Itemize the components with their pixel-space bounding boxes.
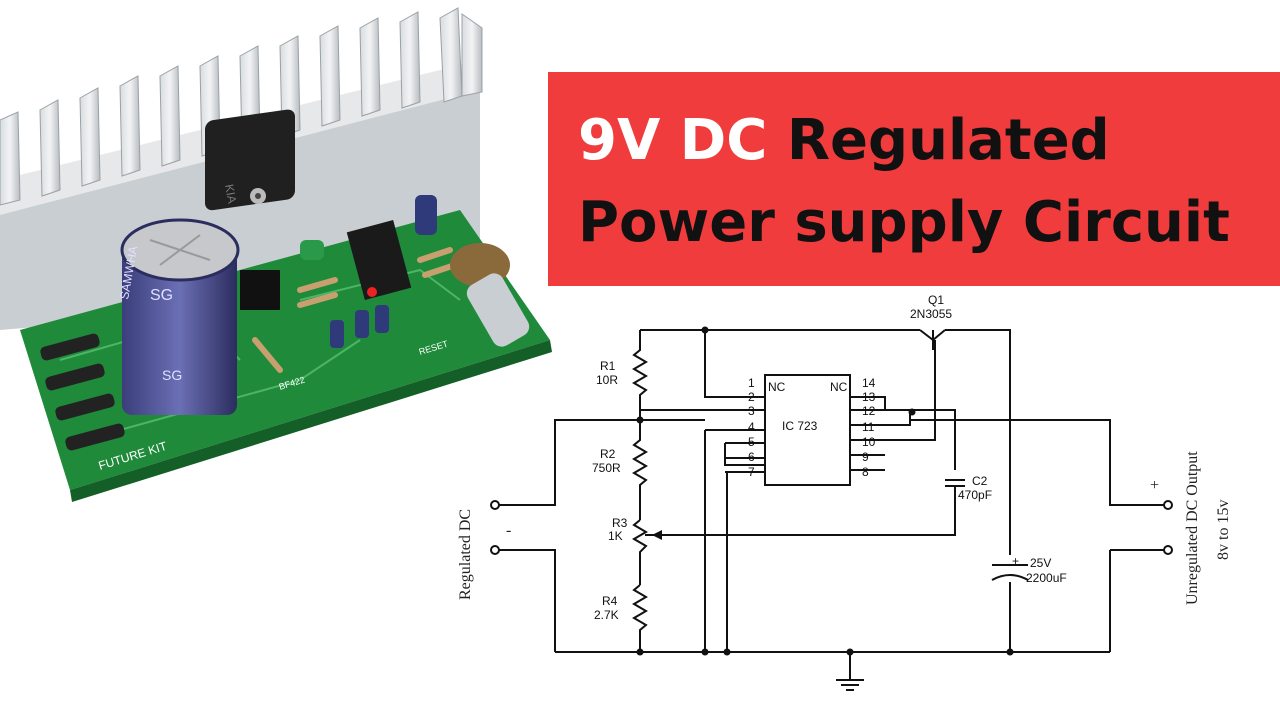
pcb-board [20,210,552,502]
pin-number: 1 [748,376,755,390]
pin-number: 13 [862,390,876,404]
filter-capacitor: SAMWHA SG SG [117,218,240,415]
r1-name: R1 [600,359,616,373]
wiper-arrow [652,530,662,540]
r4-value: 2.7K [594,608,619,622]
ic-nc-left: NC [768,380,786,394]
pin-number: 5 [748,435,755,449]
r3-name: R3 [612,516,628,530]
transistor-q1 [919,329,946,350]
regulated-dc-label: Regulated DC [457,509,474,600]
pin-number: 2 [748,390,755,404]
pin-number: 6 [748,450,755,464]
pin-number: 8 [862,465,869,479]
resistors [252,247,458,373]
c1-voltage: 25V [1030,556,1051,570]
c2-value: 470pF [958,488,992,502]
transistor-marking: KIA [222,183,239,204]
q1-part: 2N3055 [910,307,952,321]
ic-723-box [764,374,851,486]
ic-name: IC 723 [782,419,818,433]
r1-value: 10R [596,373,618,387]
right-plus: + [1150,477,1159,494]
potentiometer [450,243,530,347]
capacitor-series-text: SG [150,287,173,304]
pin-number: 4 [748,420,755,434]
capacitor-c2 [945,479,965,487]
title-regular-text: Regulated [786,108,1110,173]
q1-name: Q1 [928,293,944,307]
small-capacitors [300,195,437,348]
left-minus: - [506,522,511,539]
junction-dots [636,326,1014,656]
capacitor-c1 [991,564,1029,581]
unregulated-output-label: Unregulated DC Output [1184,451,1201,605]
ic-left-pin-numbers: 1 2 3 4 5 6 7 [748,376,755,479]
title-line-2: Power supply Circuit [578,190,1230,255]
title-banner: 9V DC Regulated Power supply Circuit [548,72,1280,286]
r4-name: R4 [602,594,618,608]
title-accent-text: 9V DC [578,108,768,173]
pin-number: 10 [862,435,876,449]
rectifier-diodes [40,333,125,451]
ic-right-pin-numbers: 14 13 12 11 10 9 8 [862,376,876,479]
product-photo: SAMWHA SG SG FUTURE KIT BF422 RESET KIA [0,7,552,502]
pin-number: 12 [862,404,876,418]
pin-number: 7 [748,465,755,479]
pin-number: 9 [862,450,869,464]
terminals [490,500,1173,555]
title-line-1: 9V DC Regulated [578,108,1110,173]
r2-value: 750R [592,461,621,475]
voltage-range-label: 8v to 15v [1215,500,1232,560]
wires [498,329,1165,680]
ic-chip [346,219,412,301]
c1-polarity: + [1012,554,1019,568]
pin-number: 11 [862,420,875,434]
pin-number: 14 [862,376,876,390]
c1-value: 2200uF [1026,571,1067,585]
c2-name: C2 [972,474,988,488]
r2-name: R2 [600,447,616,461]
capacitor-series-text-2: SG [162,367,182,383]
ground-symbol [836,679,864,691]
ic-nc-right: NC [830,380,848,394]
r3-value: 1K [608,529,623,543]
power-transistor [205,109,295,310]
pin-number: 3 [748,404,755,418]
